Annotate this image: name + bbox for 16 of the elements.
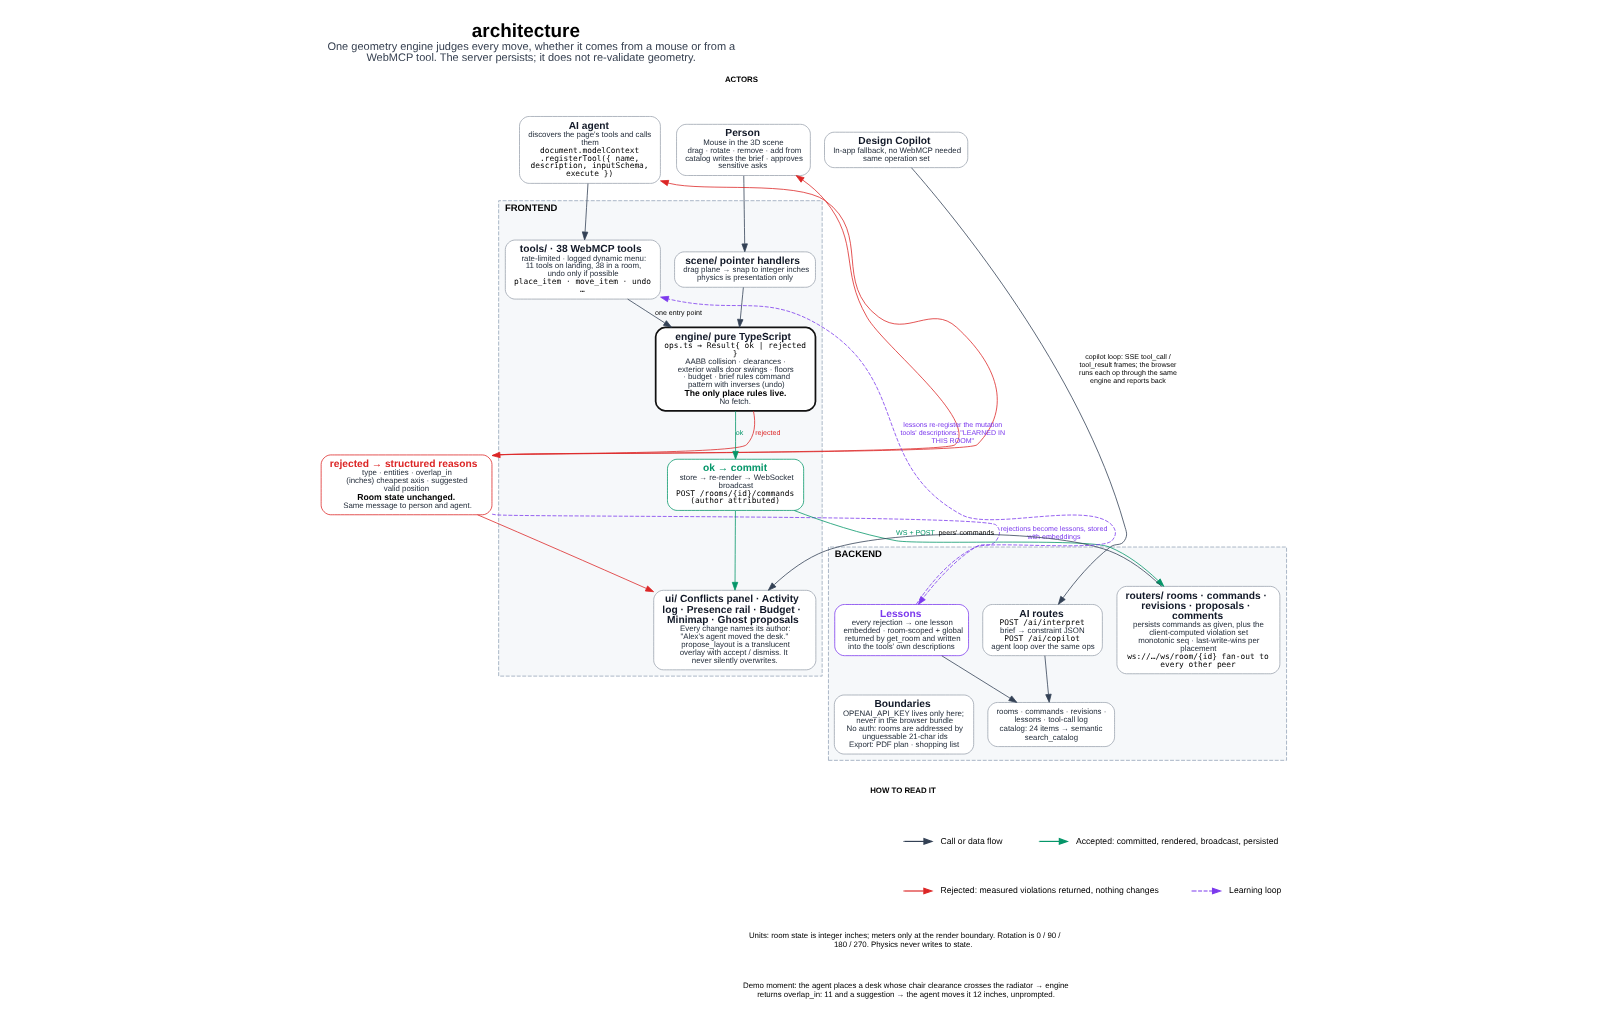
arrow (580, 183, 588, 241)
arrow (792, 510, 1164, 587)
arrow (736, 287, 743, 328)
arrow (1043, 655, 1051, 703)
arrow (731, 410, 738, 460)
arrow (626, 298, 671, 328)
arrow (730, 510, 738, 591)
arrow (490, 513, 999, 605)
diagram-title: architecture (470, 21, 579, 44)
arrow (910, 167, 1126, 605)
arrow (659, 295, 1115, 605)
arrow (490, 410, 755, 459)
arrow (476, 514, 654, 593)
arrow (740, 175, 747, 253)
arrow (766, 533, 1161, 591)
arrow (940, 655, 1017, 703)
